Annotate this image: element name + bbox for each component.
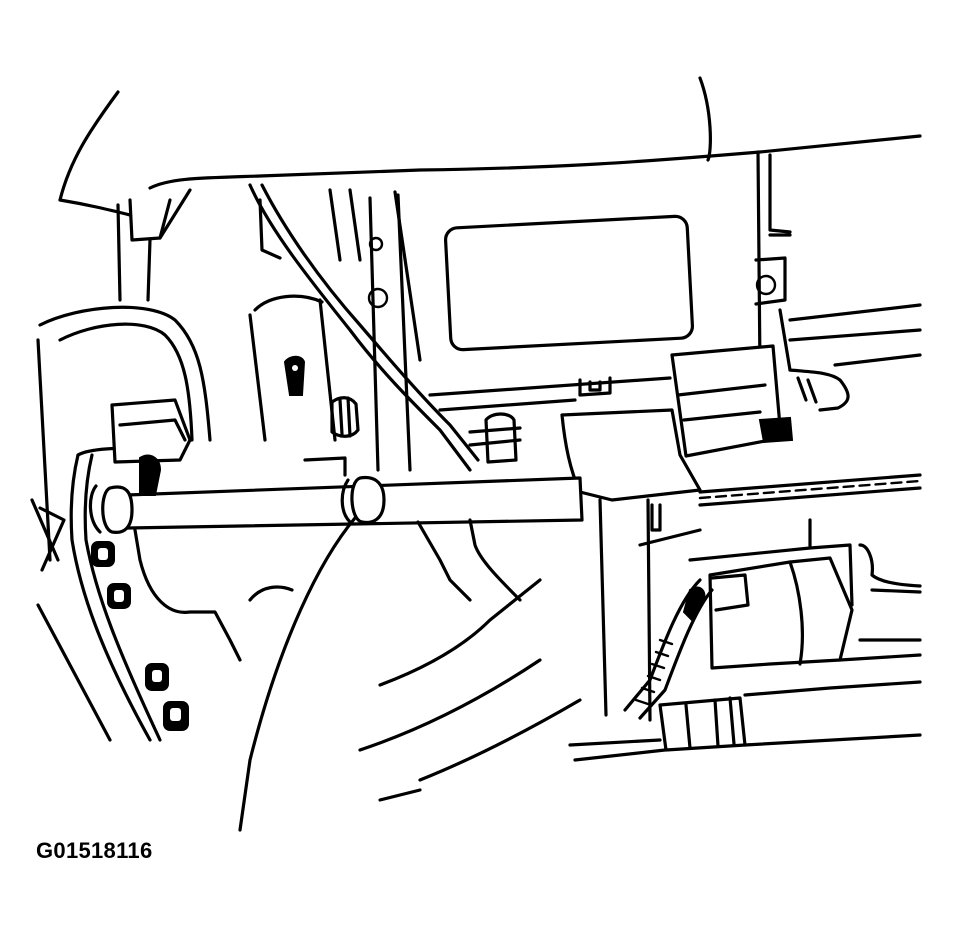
dash-upper-edge — [148, 134, 922, 190]
dash-top-curve — [58, 76, 712, 202]
nut-1 — [91, 541, 115, 567]
spring-clip — [330, 396, 360, 438]
nut-3 — [145, 663, 169, 691]
shaft-coupling-ring — [350, 475, 386, 525]
lower-panel-curve — [238, 516, 357, 832]
nut-4 — [163, 701, 189, 731]
bracket-block — [110, 398, 192, 464]
pin-fastener — [283, 355, 306, 396]
dash-module-window — [443, 214, 695, 352]
figure-caption-code: G01518116 — [36, 838, 153, 863]
steering-column-bracket — [560, 408, 702, 502]
left-bracket — [69, 453, 152, 742]
relay-housing — [708, 556, 854, 670]
nut-2 — [107, 583, 131, 609]
